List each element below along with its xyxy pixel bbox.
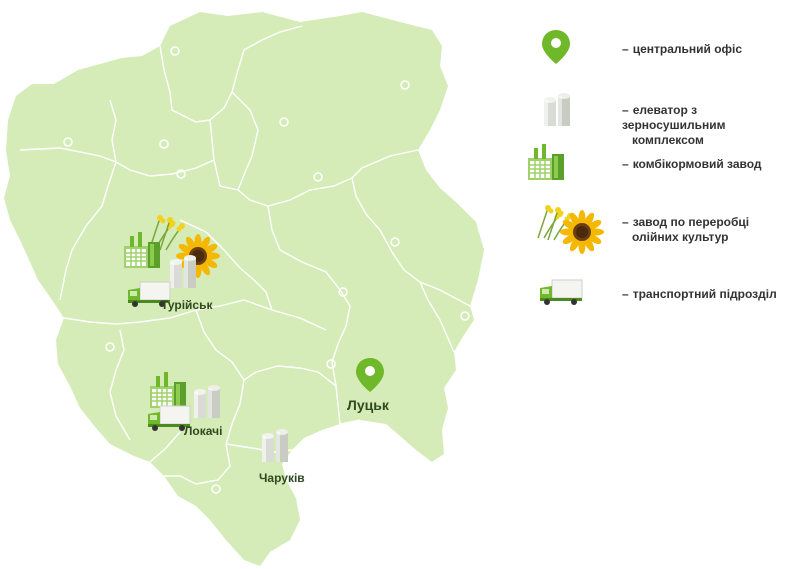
legend-oilseed: –завод по переробці олійних культур (528, 215, 793, 265)
city-label-charukiv: Чаруків (259, 471, 305, 485)
legend-transport: –транспортний підрозділ (528, 287, 793, 337)
city-label-lokachi: Локачі (184, 424, 223, 438)
district-borders (19, 25, 471, 485)
legend-feed-plant-label: комбікормовий завод (632, 157, 762, 171)
legend-dash: – (622, 287, 629, 301)
legend-dash: – (622, 157, 629, 171)
legend-dash: – (622, 42, 629, 56)
legend-dash: – (622, 103, 629, 117)
volyn-region (4, 12, 484, 566)
city-label-lutsk: Луцьк (347, 397, 389, 413)
legend-feed-plant: –комбікормовий завод (528, 157, 793, 207)
legend-central-office-label: центральний офіс (632, 42, 743, 56)
legend-elevator-label-1: елеватор з зерносушильним (622, 103, 726, 132)
city-label-turiisk: Турійськ (161, 298, 213, 312)
legend-central-office: –центральний офіс (528, 42, 793, 92)
legend-oilseed-label-1: завод по переробці (632, 215, 750, 229)
legend-elevator: –елеватор з зерносушильним комплексом (528, 103, 793, 153)
legend-elevator-label-2: комплексом (632, 133, 704, 147)
legend-dash: – (622, 215, 629, 229)
district-markers (63, 46, 470, 494)
legend-oilseed-label-2: олійних культур (632, 230, 729, 244)
legend-transport-label: транспортний підрозділ (632, 287, 777, 301)
